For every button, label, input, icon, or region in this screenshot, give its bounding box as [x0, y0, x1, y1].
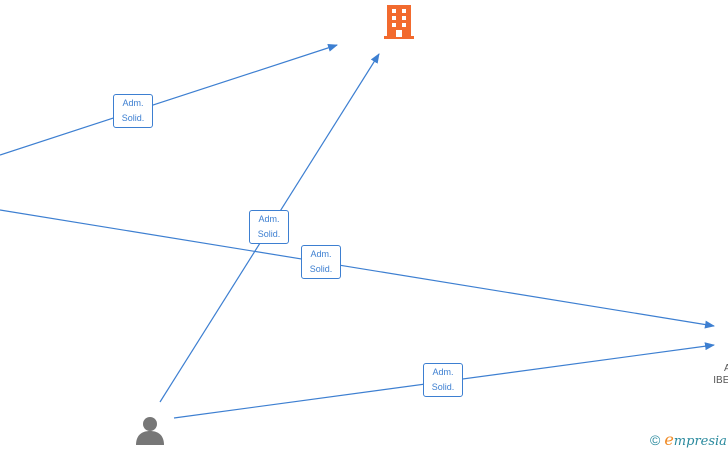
watermark: ©empresia — [650, 430, 727, 449]
edge-left-mid-to-right-node[interactable] — [0, 209, 715, 329]
edge-left-top-to-company[interactable] — [0, 43, 338, 156]
copyright-symbol: © — [650, 432, 661, 448]
edge-label-line1: Adm. — [258, 214, 280, 224]
edge-label-line1: Adm. — [310, 249, 332, 259]
edge-label-left-top[interactable]: Adm. Solid. — [113, 94, 153, 128]
edge-label-line2: Solid. — [257, 229, 281, 239]
right-node-label[interactable]: A IBE — [712, 363, 728, 387]
edge-label-line2: Solid. — [121, 113, 145, 123]
brand-logo-initial: e — [664, 430, 674, 449]
building-icon[interactable] — [384, 5, 414, 39]
person-icon[interactable] — [135, 415, 165, 445]
edge-label-left-mid[interactable]: Adm. Solid. — [301, 245, 341, 279]
edge-label-person-company[interactable]: Adm. Solid. — [249, 210, 289, 244]
edge-label-line2: Solid. — [431, 382, 455, 392]
edge-label-person-right[interactable]: Adm. Solid. — [423, 363, 463, 397]
edge-label-line1: Adm. — [122, 98, 144, 108]
edge-label-line2: Solid. — [309, 264, 333, 274]
brand-logo-text: mpresia — [673, 434, 727, 449]
edge-label-line1: Adm. — [432, 367, 454, 377]
right-node-label-line2: IBE — [713, 375, 728, 386]
right-node-label-line1: A — [724, 363, 728, 374]
